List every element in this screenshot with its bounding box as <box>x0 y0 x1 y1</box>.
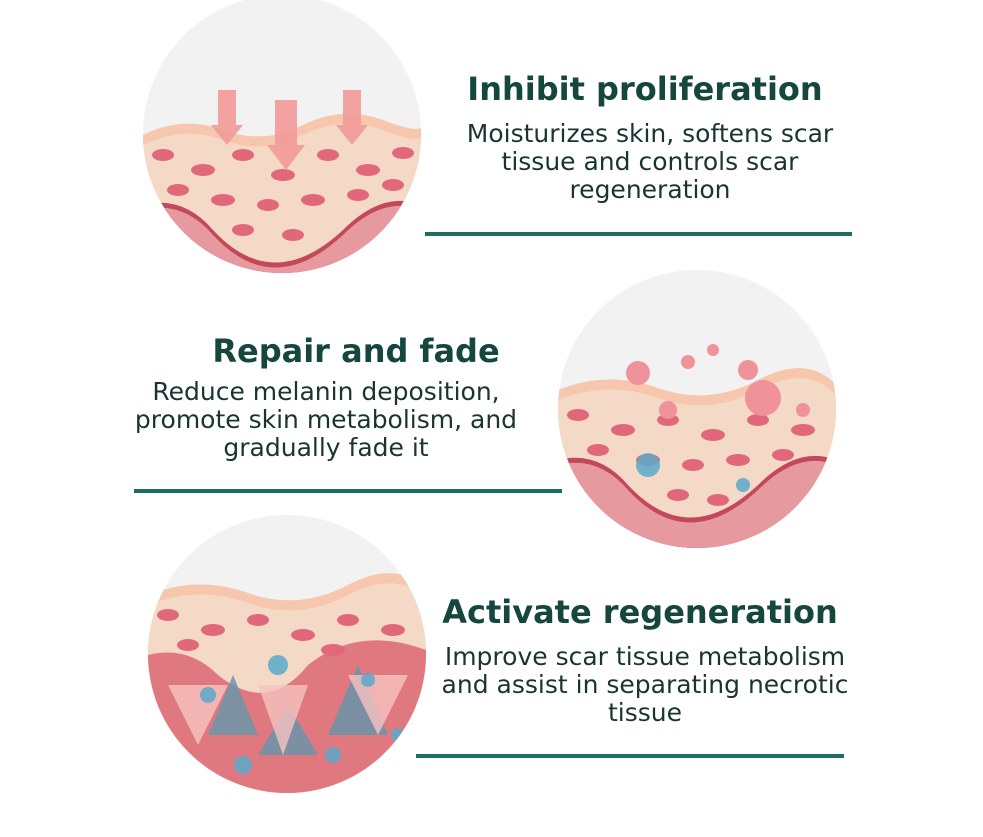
feature-description: Moisturizes skin, softens scar tissue an… <box>466 119 834 204</box>
feature-divider <box>425 232 852 236</box>
feature-description: Improve scar tissue metabolism and assis… <box>441 642 849 727</box>
skin-illustration-svg <box>143 0 421 273</box>
feature-description: Reduce melanin deposition, promote skin … <box>134 377 518 462</box>
feature-title: Activate regeneration <box>442 593 838 631</box>
skin-regeneration-illustration <box>148 515 426 793</box>
skin-illustration-svg <box>558 270 836 548</box>
skin-bubbles-illustration <box>558 270 836 548</box>
skin-pressure-arrows-illustration <box>143 0 421 273</box>
feature-title: Inhibit proliferation <box>467 70 823 108</box>
feature-divider <box>416 754 844 758</box>
feature-title: Repair and fade <box>212 332 500 370</box>
skin-illustration-svg <box>148 515 426 793</box>
feature-divider <box>134 489 562 493</box>
